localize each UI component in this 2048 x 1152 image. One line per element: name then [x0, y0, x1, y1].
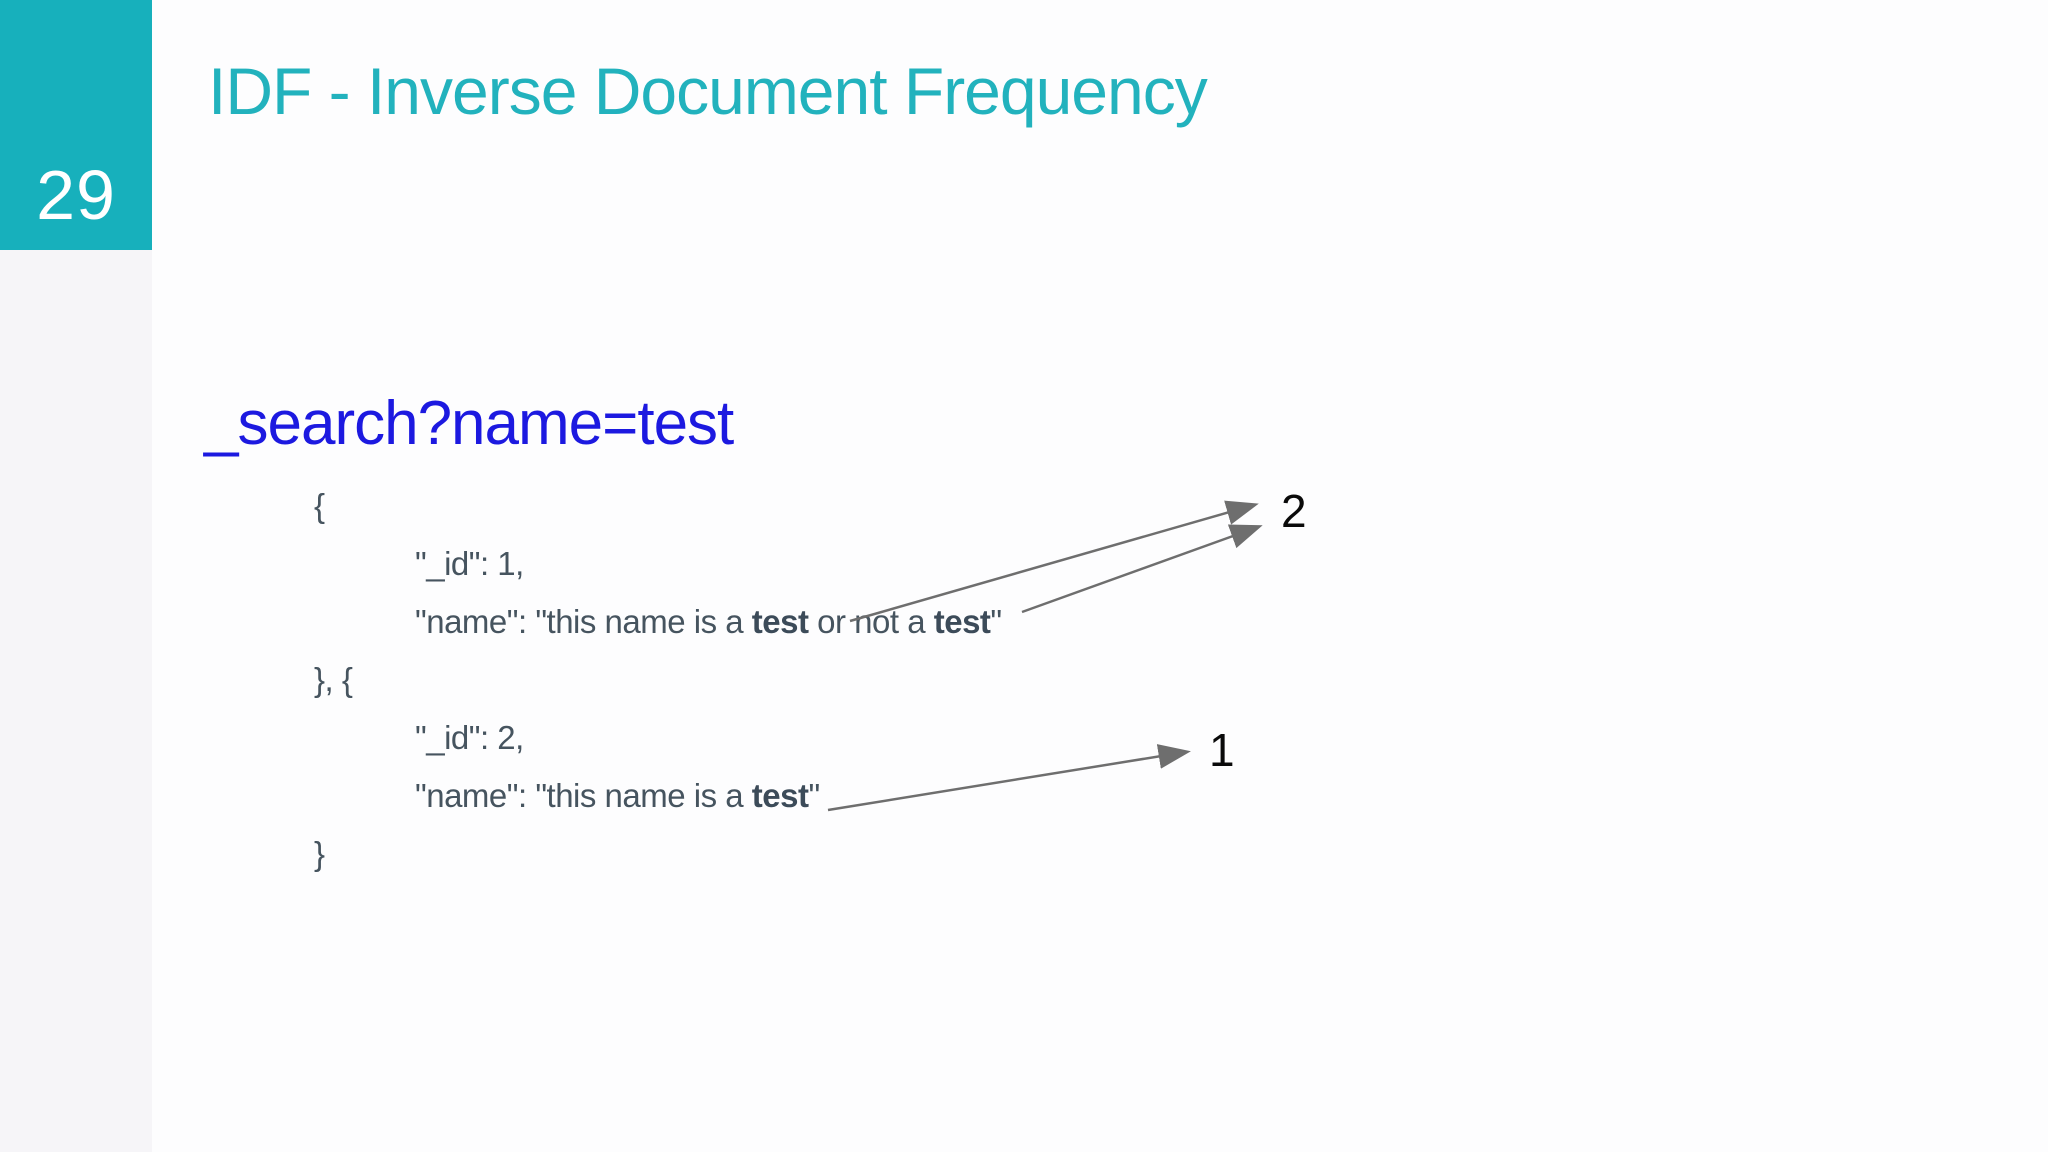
- code-text-segment: "_id": 2,: [415, 719, 524, 756]
- code-text-segment: or not a: [808, 603, 934, 640]
- code-text-segment: {: [314, 487, 325, 524]
- code-line: }, {: [314, 651, 1002, 709]
- code-bold-segment: test: [751, 603, 809, 640]
- search-query-text: _search?name=test: [204, 389, 734, 458]
- code-text-segment: }, {: [314, 661, 353, 698]
- slide-number: 29: [36, 156, 116, 234]
- code-line: "name": "this name is a test or not a te…: [314, 593, 1002, 651]
- code-bold-segment: test: [751, 777, 809, 814]
- code-line: }: [314, 825, 1002, 883]
- code-text-segment: ": [808, 777, 820, 814]
- code-line: "_id": 1,: [314, 535, 1002, 593]
- code-bold-segment: test: [933, 603, 991, 640]
- code-line: "name": "this name is a test": [314, 767, 1002, 825]
- code-text-segment: "_id": 1,: [415, 545, 524, 582]
- code-text-segment: "name": "this name is a: [415, 603, 752, 640]
- code-line: "_id": 2,: [314, 709, 1002, 767]
- page-title: IDF - Inverse Document Frequency: [208, 54, 1208, 128]
- code-text-segment: }: [314, 835, 325, 872]
- arrow-doc1-test2-icon: [1021, 524, 1263, 614]
- json-code-block: { "_id": 1, "name": "this name is a test o…: [314, 477, 1002, 883]
- doc1-term-count: 2: [1281, 485, 1307, 537]
- doc2-term-count: 1: [1209, 724, 1235, 776]
- code-line: {: [314, 477, 1002, 535]
- code-text-segment: ": [990, 603, 1002, 640]
- slide-number-badge: 29: [0, 0, 152, 250]
- code-text-segment: "name": "this name is a: [415, 777, 752, 814]
